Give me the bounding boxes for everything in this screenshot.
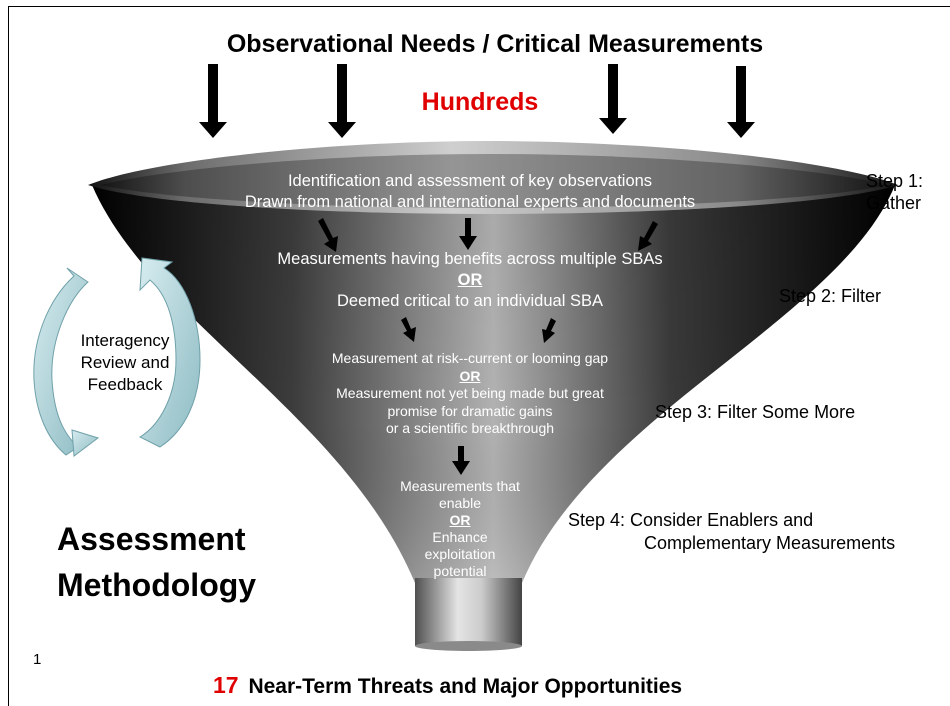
stage3-line: Measurement not yet being made but great: [336, 385, 604, 401]
step4-label-continued: Complementary Measurements: [644, 533, 896, 553]
down-arrow-icon: [199, 64, 227, 138]
stage3-line: Measurement at risk--current or looming …: [331, 350, 609, 366]
stage1-line: Drawn from national and international ex…: [244, 193, 696, 211]
stage3-line: promise for dramatic gains: [387, 402, 553, 419]
feedback-line: Interagency: [80, 331, 170, 350]
assessment-line: Methodology: [57, 567, 257, 603]
slide-border-left: [8, 6, 9, 706]
stage4-or: OR: [449, 512, 471, 528]
feedback-line: Review and: [80, 353, 170, 372]
step2-label: Step 2: Filter: [779, 286, 882, 306]
stage3-line: or a scientific breakthrough: [385, 420, 555, 436]
stage4-text: Measurements that enable OR Enhance expl…: [380, 478, 540, 580]
result-text: Near-Term Threats and Major Opportunitie…: [248, 675, 683, 698]
result-count: 17: [213, 672, 239, 698]
stage4-line: potential: [433, 563, 487, 579]
stage4-line: Measurements that: [400, 478, 520, 494]
feedback-line: Feedback: [87, 375, 163, 394]
stage2-or: OR: [457, 271, 483, 289]
page-number: 1: [33, 651, 42, 668]
stage4-line: enable: [438, 495, 482, 511]
page-title: Observational Needs / Critical Measureme…: [226, 30, 764, 58]
step4-label: Step 4: Consider Enablers and: [568, 510, 814, 530]
down-arrow-icon: [599, 64, 627, 134]
hundreds-label: Hundreds: [421, 88, 539, 116]
stage1-text: Identification and assessment of key obs…: [190, 171, 750, 213]
slide-border-top: [8, 6, 950, 7]
stage3-or: OR: [459, 367, 481, 384]
down-arrow-icon: [727, 66, 755, 138]
step1-line: Step 1:: [866, 171, 924, 191]
stage2-line: Measurements having benefits across mult…: [277, 250, 663, 268]
down-arrow-icon: [328, 64, 356, 138]
step1-label: Step 1: Gather: [866, 170, 923, 214]
feedback-label: Interagency Review and Feedback: [60, 330, 190, 396]
result-caption: 17 Near-Term Threats and Major Opportuni…: [213, 672, 682, 699]
down-arrow-icon: [542, 318, 556, 343]
step1-line: Gather: [866, 193, 922, 213]
down-arrow-icon: [318, 218, 338, 252]
down-arrow-icon: [459, 218, 477, 250]
stage2-line: Deemed critical to an individual SBA: [337, 292, 603, 310]
down-arrow-icon: [452, 446, 470, 475]
stage2-text: Measurements having benefits across mult…: [220, 249, 720, 312]
funnel-rim: [88, 141, 898, 214]
cycle-arrow-icon: [33, 257, 201, 457]
stage3-text: Measurement at risk--current or looming …: [290, 350, 650, 438]
step3-label: Step 3: Filter Some More: [655, 402, 856, 422]
assessment-methodology-heading: Assessment Methodology: [57, 516, 256, 608]
stage4-line: Enhance: [432, 529, 488, 545]
down-arrow-icon: [638, 221, 658, 251]
stage1-line: Identification and assessment of key obs…: [287, 172, 653, 190]
down-arrow-icon: [401, 317, 416, 342]
funnel-spout: [415, 578, 522, 651]
stage4-line: exploitation: [424, 546, 496, 562]
assessment-line: Assessment: [57, 521, 246, 557]
